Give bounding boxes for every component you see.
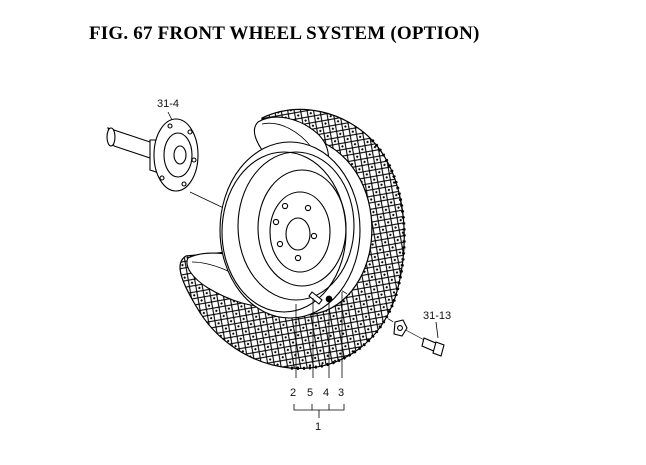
hub-assembly [106,118,199,192]
callout-part-5: 5 [307,387,313,399]
callout-bolt: 31-13 [423,310,451,322]
figure-title: FIG. 67 FRONT WHEEL SYSTEM (OPTION) [89,23,480,44]
callout-part-4: 4 [323,387,329,399]
lug-nut [393,319,408,337]
wheel-bolt [421,337,445,357]
wheel-rim [219,141,361,319]
callout-assembly: 1 [315,421,321,433]
valve-stem [308,291,323,305]
callout-part-3: 3 [338,387,344,399]
callout-hub: 31-4 [157,98,179,110]
callout-part-2: 2 [290,387,296,399]
leader-lines [167,111,439,418]
